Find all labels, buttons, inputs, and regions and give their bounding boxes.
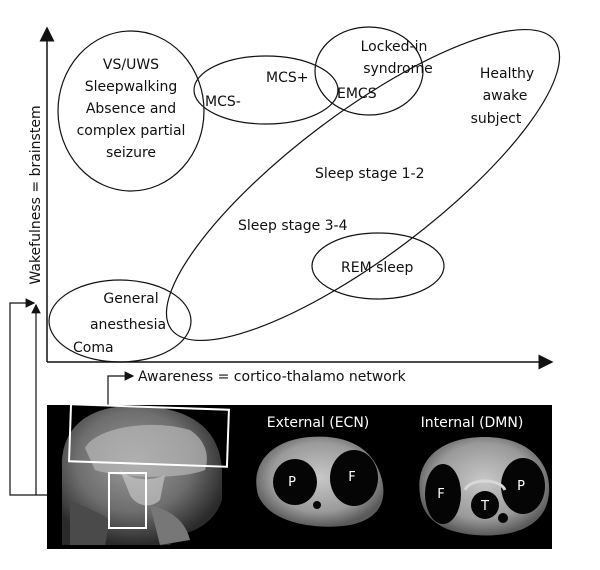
svg-text:anesthesia: anesthesia bbox=[90, 317, 166, 333]
vs-uws-ellipse bbox=[57, 30, 205, 192]
rem-sleep-label: REM sleep bbox=[341, 260, 414, 276]
y-axis-label: Wakefulness = brainstem bbox=[28, 105, 44, 284]
anesthesia-label: General anesthesia bbox=[90, 291, 166, 333]
emcs-label: EMCS bbox=[337, 86, 377, 102]
svg-text:subject: subject bbox=[471, 111, 522, 127]
mcs-plus-label: MCS+ bbox=[266, 70, 308, 86]
svg-text:complex partial: complex partial bbox=[77, 123, 186, 139]
mcs-minus-label: MCS- bbox=[205, 94, 241, 110]
svg-text:General: General bbox=[103, 291, 158, 307]
svg-text:awake: awake bbox=[483, 88, 528, 104]
locked-in-ellipse bbox=[314, 26, 424, 116]
external-network-title: External (ECN) bbox=[267, 415, 370, 431]
svg-text:syndrome: syndrome bbox=[363, 61, 433, 77]
mcs-ellipse bbox=[193, 55, 339, 125]
svg-text:VS/UWS: VS/UWS bbox=[103, 57, 159, 73]
external-region-f: F bbox=[348, 470, 355, 485]
wakefulness-awareness-ellipse bbox=[165, 28, 561, 342]
svg-text:seizure: seizure bbox=[106, 145, 156, 161]
external-region-p: P bbox=[288, 475, 296, 490]
internal-region-f: F bbox=[437, 487, 444, 502]
svg-text:Locked-in: Locked-in bbox=[361, 39, 428, 55]
sleep-stage-34-label: Sleep stage 3-4 bbox=[238, 218, 348, 234]
cortex-connector bbox=[107, 371, 135, 405]
internal-region-p: P bbox=[517, 479, 525, 494]
internal-brain-image bbox=[419, 437, 550, 536]
rem-sleep-ellipse bbox=[311, 232, 445, 300]
mri-sagittal-image bbox=[61, 405, 222, 545]
healthy-label: Healthy awake subject bbox=[471, 66, 535, 127]
external-brain-image bbox=[256, 436, 384, 527]
coma-label: Coma bbox=[73, 340, 114, 356]
x-axis-label: Awareness = cortico-thalamo network bbox=[138, 369, 407, 385]
svg-text:Sleepwalking: Sleepwalking bbox=[85, 79, 178, 95]
sleep-stage-12-label: Sleep stage 1-2 bbox=[315, 166, 425, 182]
brainstem-highlight-box bbox=[108, 472, 147, 529]
anesthesia-ellipse bbox=[48, 279, 192, 363]
vs-uws-label: VS/UWS Sleepwalking Absence and complex … bbox=[77, 57, 186, 161]
cortex-highlight-box bbox=[68, 403, 230, 468]
svg-text:Absence and: Absence and bbox=[86, 101, 176, 117]
internal-region-t: T bbox=[480, 499, 489, 514]
svg-text:Healthy: Healthy bbox=[480, 66, 534, 82]
internal-network-title: Internal (DMN) bbox=[421, 415, 524, 431]
locked-in-label: Locked-in syndrome bbox=[361, 39, 433, 77]
